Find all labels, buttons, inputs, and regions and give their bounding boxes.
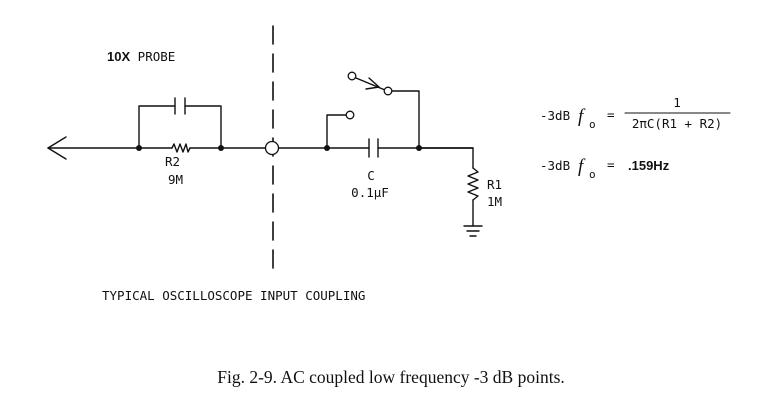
formula-numerator: 1: [673, 95, 681, 110]
dc-contact-wire: [326, 114, 347, 149]
diagram-subtitle: TYPICAL OSCILLOSCOPE INPUT COUPLING: [102, 288, 365, 303]
formula2-subscript: o: [589, 168, 596, 181]
r2-bypass-wire-left: [138, 105, 176, 149]
r1-value-label: 1M: [487, 194, 502, 209]
formula-result: .159Hz: [628, 158, 670, 173]
r2-name-label: R2: [165, 154, 180, 169]
probe-connector-terminal: [264, 140, 280, 156]
r1-wire-top: [418, 147, 474, 169]
formula2-equals: =: [607, 157, 615, 172]
switch-blade: [355, 77, 386, 91]
junction-dot-ac-branch: [416, 145, 422, 151]
figure-caption: Fig. 2-9. AC coupled low frequency -3 dB…: [217, 367, 565, 387]
switch-blade-arrow: [365, 77, 380, 90]
probe-title: 10X PROBE: [107, 49, 175, 64]
switch-pivot-left: [347, 71, 357, 81]
c-value-label: 0.1µF: [351, 185, 389, 200]
formula1-symbol: f: [578, 106, 586, 127]
formula2-symbol: f: [578, 156, 586, 177]
junction-dot-r2-right: [218, 145, 224, 151]
r1-resistor-symbol: [467, 167, 479, 201]
switch-arm-wire: [387, 90, 420, 149]
r2-value-label: 9M: [168, 172, 183, 187]
c-name-label: C: [367, 168, 375, 183]
switch-dc-contact: [345, 110, 355, 120]
r2-resistor-symbol: [171, 143, 191, 153]
formula1-prefix: -3dB: [540, 108, 570, 123]
formula-denominator: 2πC(R1 + R2): [632, 116, 722, 131]
formula1-subscript: o: [589, 118, 596, 131]
formula1-equals: =: [607, 107, 615, 122]
junction-dot-dc-branch: [324, 145, 330, 151]
switch-pivot-right: [383, 86, 393, 96]
r1-name-label: R1: [487, 177, 502, 192]
formula2-prefix: -3dB: [540, 158, 570, 173]
junction-dot-r2-left: [136, 145, 142, 151]
r2-bypass-wire-right: [184, 105, 222, 149]
